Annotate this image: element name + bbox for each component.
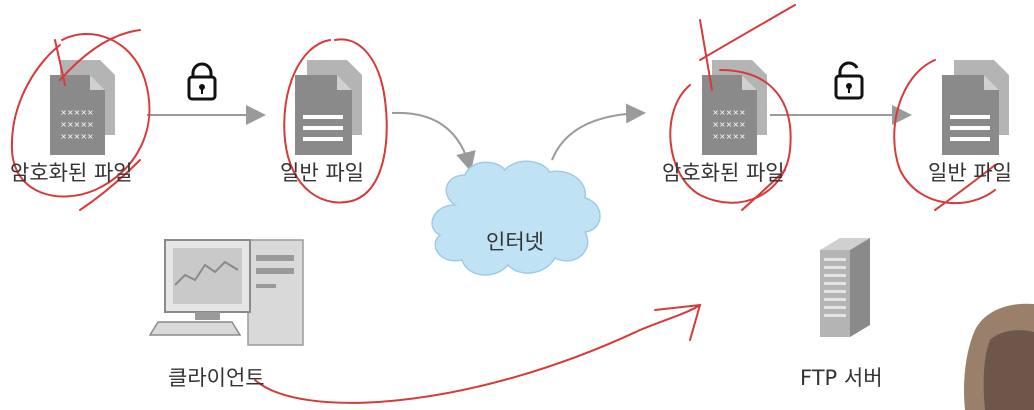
encrypted-document-icon-right: ××××× ××××× ××××× xyxy=(702,60,767,155)
encrypted-row: ××××× xyxy=(712,120,746,129)
unlocked-padlock-icon xyxy=(834,61,864,100)
plain-document-icon-left xyxy=(295,60,362,155)
encrypted-row: ××××× xyxy=(712,132,746,141)
label-client: 클라이언트 xyxy=(168,366,265,390)
arrow-to-internet xyxy=(391,111,476,172)
label-internet: 인터넷 xyxy=(486,230,544,254)
ftp-server-icon xyxy=(820,238,870,337)
client-computer-icon xyxy=(148,239,304,346)
label-encrypted-file-left: 암호화된 파일 xyxy=(10,161,133,185)
encrypted-row: ××××× xyxy=(60,120,94,129)
encrypted-row: ××××× xyxy=(712,108,746,117)
red-annotation-marks xyxy=(10,4,996,404)
encrypted-row: ××××× xyxy=(60,132,94,141)
internet-cloud-icon xyxy=(431,160,601,276)
label-plain-file-left: 일반 파일 xyxy=(280,161,364,185)
presenter-silhouette xyxy=(964,303,1034,410)
plain-document-icon-right xyxy=(942,60,1009,155)
locked-padlock-icon xyxy=(187,62,217,101)
encrypted-row: ××××× xyxy=(60,108,94,117)
arrow-to-server xyxy=(551,103,646,161)
label-encrypted-file-right: 암호화된 파일 xyxy=(662,161,785,185)
label-ftp-server: FTP 서버 xyxy=(800,366,883,390)
label-plain-file-right: 일반 파일 xyxy=(928,161,1012,185)
encrypted-document-icon-left: ××××× ××××× ××××× xyxy=(50,60,115,155)
